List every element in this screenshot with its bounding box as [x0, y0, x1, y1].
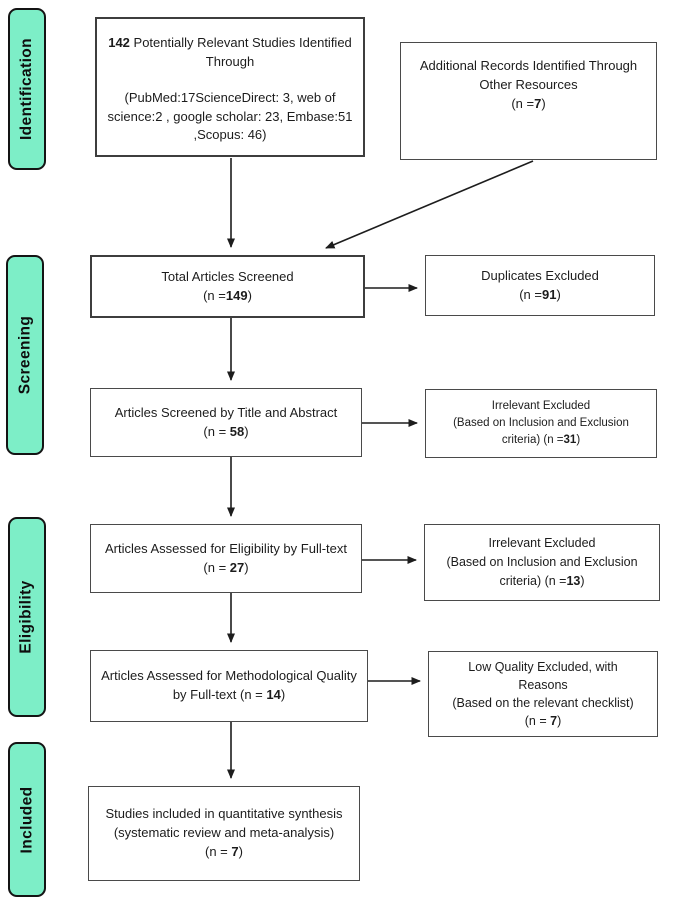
box-additional-text: Additional Records Identified Through Ot…	[419, 58, 638, 92]
box-assessed-eligibility: Articles Assessed for Eligibility by Ful…	[90, 524, 362, 593]
box-irrelevant-excluded-2: Irrelevant Excluded (Based on Inclusion …	[424, 524, 660, 601]
box-low-quality-line1: Low Quality Excluded, with Reasons	[468, 659, 618, 692]
box-irrelevant2-line2: (Based on Inclusion and Exclusion criter…	[446, 555, 638, 588]
stage-label-screening: Screening	[6, 255, 44, 455]
box-low-quality-n: (n = 7)	[524, 714, 562, 729]
box-additional-n: (n =7)	[511, 95, 546, 111]
box-included-text: Studies included in quantitative synthes…	[105, 806, 343, 841]
identified-count: 142	[108, 35, 130, 50]
box-screened-text: Total Articles Screened	[161, 268, 294, 284]
box-screened-n: (n =149)	[203, 287, 252, 303]
stage-label-eligibility: Eligibility	[8, 517, 46, 717]
stage-label-identification-text: Identification	[18, 37, 36, 141]
stage-label-screening-text: Screening	[16, 315, 34, 395]
box-low-quality-line2: (Based on the relevant checklist)	[452, 696, 634, 710]
stage-label-identification: Identification	[8, 8, 46, 170]
box-identified-sources: (PubMed:17ScienceDirect: 3, web of scien…	[107, 89, 353, 143]
box-irrelevant2-line1: Irrelevant Excluded	[488, 536, 596, 551]
box-quality-text: Articles Assessed for Methodological Qua…	[101, 668, 357, 702]
box-duplicates-excluded: Duplicates Excluded (n =91)	[425, 255, 655, 316]
stage-label-included-text: Included	[18, 786, 35, 853]
stage-label-eligibility-text: Eligibility	[18, 580, 36, 654]
box-screened-title-abstract: Articles Screened by Title and Abstract …	[90, 388, 362, 457]
box-low-quality-excluded: Low Quality Excluded, with Reasons (Base…	[428, 651, 658, 737]
box-irrelevant-excluded-1: Irrelevant Excluded (Based on Inclusion …	[425, 389, 657, 458]
box-irrelevant1-line1: Irrelevant Excluded	[491, 399, 591, 412]
stage-label-included: Included	[8, 742, 46, 897]
box-title-abstract-text: Articles Screened by Title and Abstract	[114, 404, 338, 420]
box-total-screened: Total Articles Screened (n =149)	[90, 255, 365, 318]
box-duplicates-text: Duplicates Excluded	[481, 267, 599, 283]
box-assessed-quality: Articles Assessed for Methodological Qua…	[90, 650, 368, 722]
box-additional-records: Additional Records Identified Through Ot…	[400, 42, 657, 160]
box-identified-title: 142 Potentially Relevant Studies Identif…	[108, 35, 352, 69]
arrow-additional-to-screened	[325, 160, 534, 249]
box-eligibility-text: Articles Assessed for Eligibility by Ful…	[104, 540, 348, 575]
box-included-n: (n = 7)	[205, 843, 243, 859]
box-duplicates-n: (n =91)	[519, 286, 561, 302]
box-title-abstract-n: (n = 58)	[203, 423, 249, 439]
box-irrelevant1-line2: (Based on Inclusion and Exclusion criter…	[453, 416, 629, 447]
box-identified-studies: 142 Potentially Relevant Studies Identif…	[95, 17, 365, 157]
box-included-studies: Studies included in quantitative synthes…	[88, 786, 360, 881]
